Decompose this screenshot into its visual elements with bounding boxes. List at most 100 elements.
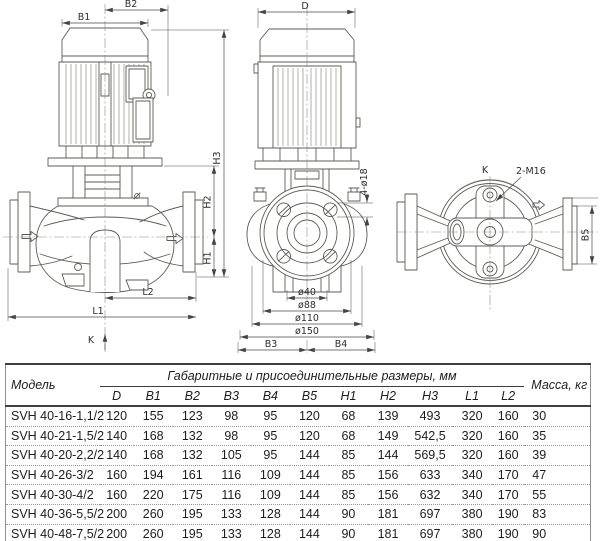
value-cell: 123: [172, 406, 212, 427]
model-cell: SVH 40-16-1,1/2: [5, 406, 104, 427]
column-header: D: [99, 386, 134, 407]
value-cell: 320: [452, 426, 493, 447]
value-cell: 160: [492, 445, 525, 466]
value-cell: 85: [328, 445, 368, 466]
value-cell: 160: [99, 484, 134, 505]
bolt-hole-icon: [276, 202, 338, 264]
value-cell: 168: [133, 445, 173, 466]
value-cell: 542,5: [408, 426, 453, 447]
dim-label-bolt-holes: 4-ø18: [359, 168, 370, 195]
value-cell: 170: [492, 484, 525, 505]
value-cell: 632: [408, 484, 453, 505]
top-view-drawing: K 2-М16 B5: [396, 165, 598, 310]
column-header: B1: [133, 386, 173, 407]
dim-label-b4: B4: [335, 339, 348, 350]
value-cell: 85: [328, 465, 368, 486]
model-cell: SVH 40-20-2,2/2: [5, 445, 104, 466]
value-cell: 133: [211, 504, 251, 525]
dim-label-l1: L1: [92, 306, 103, 317]
dim-label-b1: B1: [78, 12, 91, 23]
value-cell: 190: [492, 524, 525, 541]
mass-cell: 90: [524, 524, 591, 541]
value-cell: 697: [408, 504, 453, 525]
mass-cell: 30: [524, 406, 591, 427]
flow-arrow-icon: [166, 233, 184, 244]
column-header: H1: [328, 386, 368, 407]
value-cell: 260: [133, 524, 173, 541]
value-cell: 181: [367, 504, 409, 525]
value-cell: 144: [289, 504, 329, 525]
value-cell: 132: [172, 426, 212, 447]
mass-cell: 55: [524, 484, 591, 505]
value-cell: 493: [408, 406, 453, 427]
value-cell: 116: [211, 484, 251, 505]
column-header: L1: [452, 386, 493, 407]
value-cell: 128: [250, 504, 290, 525]
value-cell: 133: [211, 524, 251, 541]
value-cell: 85: [328, 484, 368, 505]
model-cell: SVH 40-30-4/2: [5, 484, 100, 505]
dim-label-thread: 2-М16: [516, 166, 546, 177]
dim-label-dia88: ø88: [298, 300, 316, 311]
value-cell: 95: [250, 445, 290, 466]
value-cell: 320: [452, 445, 493, 466]
value-cell: 95: [250, 426, 290, 447]
value-cell: 320: [452, 406, 493, 427]
model-cell: SVH 40-48-7,5/2: [5, 524, 104, 541]
value-cell: 195: [172, 504, 212, 525]
value-cell: 68: [328, 426, 368, 447]
dimensions-table: Модель Габаритные и присоединительные ра…: [5, 363, 591, 541]
value-cell: 156: [367, 484, 409, 505]
column-letters-row: D B1 B2 B3 B4 B5 H1 H2 H3 L1 L2: [6, 386, 591, 407]
value-cell: 68: [328, 406, 368, 427]
mass-cell: 83: [524, 504, 591, 525]
value-cell: 340: [452, 484, 493, 505]
dim-label-dia40: ø40: [298, 287, 316, 298]
value-cell: 569,5: [408, 445, 453, 466]
model-column-header: Модель: [5, 364, 100, 407]
value-cell: 98: [211, 406, 251, 427]
value-cell: 140: [99, 445, 134, 466]
dim-label-b2: B2: [125, 0, 138, 10]
column-header: L2: [492, 386, 525, 407]
dim-label-l2: L2: [142, 287, 153, 298]
value-cell: 132: [172, 445, 212, 466]
value-cell: 128: [250, 524, 290, 541]
value-cell: 139: [367, 406, 409, 427]
value-cell: 155: [133, 406, 173, 427]
value-cell: 109: [250, 465, 290, 486]
value-cell: 144: [367, 445, 409, 466]
value-cell: 194: [133, 465, 173, 486]
value-cell: 144: [289, 484, 329, 505]
dim-label-k: K: [88, 335, 95, 346]
model-cell: SVH 40-36-5,5/2: [5, 504, 104, 525]
flow-arrow-icon: [532, 200, 545, 210]
dim-label-h1: H1: [203, 251, 214, 264]
value-cell: 190: [492, 504, 525, 525]
model-cell: SVH 40-21-1,5/2: [5, 426, 104, 447]
dim-label-h2: H2: [203, 195, 214, 208]
value-cell: 633: [408, 465, 453, 486]
value-cell: 160: [492, 406, 525, 427]
value-cell: 95: [250, 406, 290, 427]
value-cell: 90: [328, 524, 368, 541]
column-header: H2: [367, 386, 409, 407]
model-cell: SVH 40-26-3/2: [5, 465, 100, 486]
dim-label-dia110: ø110: [295, 313, 319, 324]
dim-label-dia150: ø150: [295, 326, 319, 337]
front-view-drawing: D 4-ø18 ø40 ø88 ø110 ø150 B3 B4: [237, 1, 376, 353]
mass-cell: 47: [524, 465, 591, 486]
value-cell: 380: [452, 504, 493, 525]
value-cell: 200: [99, 524, 134, 541]
dim-label-b3: B3: [265, 339, 278, 350]
value-cell: 120: [289, 426, 329, 447]
value-cell: 175: [172, 484, 212, 505]
